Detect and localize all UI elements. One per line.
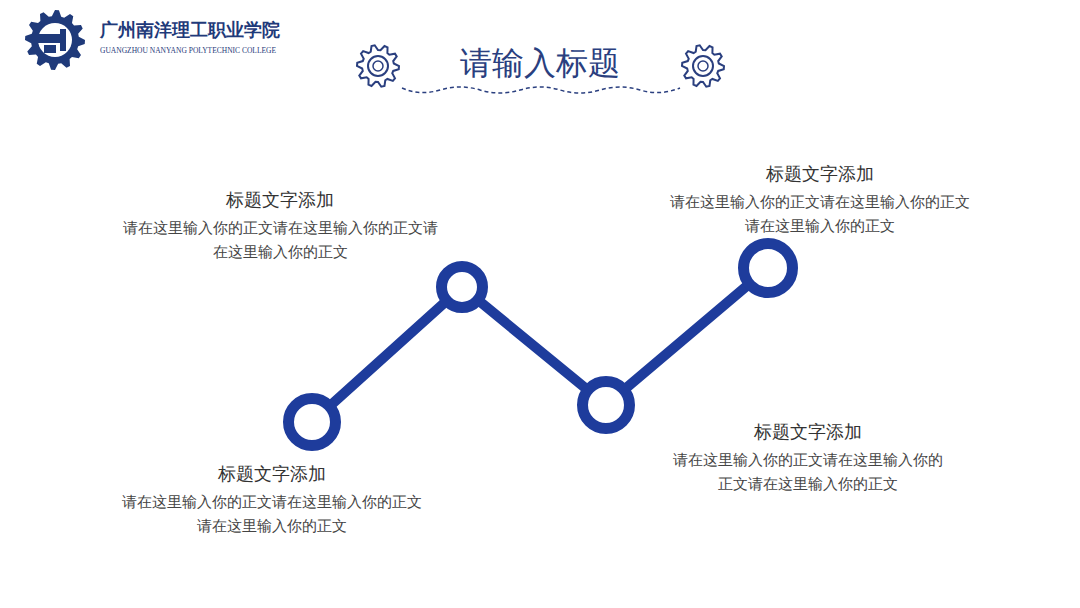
logo-center bbox=[38, 23, 72, 57]
node-heading: 标题文字添加 bbox=[123, 188, 438, 213]
logo-hammer-handle bbox=[60, 29, 66, 51]
zigzag-connector bbox=[627, 286, 747, 387]
college-name: 广州南洋理工职业学院 bbox=[100, 18, 280, 42]
milestone-ring bbox=[738, 238, 798, 298]
title-underline bbox=[402, 87, 680, 93]
logo-hand bbox=[44, 45, 56, 53]
gear-hub bbox=[698, 61, 708, 71]
college-name-english: GUANGZHOU NANYANG POLYTECHNIC COLLEGE bbox=[100, 46, 276, 55]
ring-circle bbox=[442, 267, 483, 308]
node-body: 请在这里输入你的正文请在这里输入你的正文请在这里输入你的正文 bbox=[122, 490, 422, 538]
node-body: 请在这里输入你的正文请在这里输入你的正文请在这里输入你的正文 bbox=[673, 448, 943, 496]
gear-hub bbox=[373, 61, 383, 71]
milestone-node: 标题文字添加请在这里输入你的正文请在这里输入你的正文请在这里输入你的正文 bbox=[436, 261, 488, 313]
zigzag-connector bbox=[481, 302, 586, 388]
zigzag-connector bbox=[332, 303, 444, 404]
milestone-ring bbox=[283, 393, 341, 451]
milestone-node: 标题文字添加请在这里输入你的正文请在这里输入你的正文请在这里输入你的正文 bbox=[283, 393, 341, 451]
node-body: 请在这里输入你的正文请在这里输入你的正文请在这里输入你的正文 bbox=[665, 190, 975, 238]
logo-gear bbox=[25, 10, 85, 70]
slide-title: 请输入标题 bbox=[460, 42, 620, 86]
ring-circle bbox=[289, 399, 336, 446]
gear-ring bbox=[693, 56, 713, 76]
text-group: 标题文字添加请在这里输入你的正文请在这里输入你的正文请在这里输入你的正文 bbox=[665, 162, 975, 238]
node-heading: 标题文字添加 bbox=[665, 162, 975, 187]
ring-circle bbox=[744, 244, 793, 293]
milestone-node: 标题文字添加请在这里输入你的正文请在这里输入你的正文请在这里输入你的正文 bbox=[738, 238, 798, 298]
text-group: 标题文字添加请在这里输入你的正文请在这里输入你的正文请在这里输入你的正文 bbox=[673, 420, 943, 496]
node-heading: 标题文字添加 bbox=[122, 462, 422, 487]
milestone-ring bbox=[577, 376, 635, 434]
text-group: 标题文字添加请在这里输入你的正文请在这里输入你的正文请在这里输入你的正文 bbox=[123, 188, 438, 264]
gear-icon bbox=[357, 45, 399, 86]
text-group: 标题文字添加请在这里输入你的正文请在这里输入你的正文请在这里输入你的正文 bbox=[122, 462, 422, 538]
ring-circle bbox=[583, 382, 630, 429]
node-heading: 标题文字添加 bbox=[673, 420, 943, 445]
milestone-ring bbox=[436, 261, 488, 313]
gear-ring bbox=[368, 56, 388, 76]
gear-icon bbox=[682, 45, 724, 86]
node-body: 请在这里输入你的正文请在这里输入你的正文请在这里输入你的正文 bbox=[123, 216, 438, 264]
milestone-node: 标题文字添加请在这里输入你的正文请在这里输入你的正文请在这里输入你的正文 bbox=[577, 376, 635, 434]
